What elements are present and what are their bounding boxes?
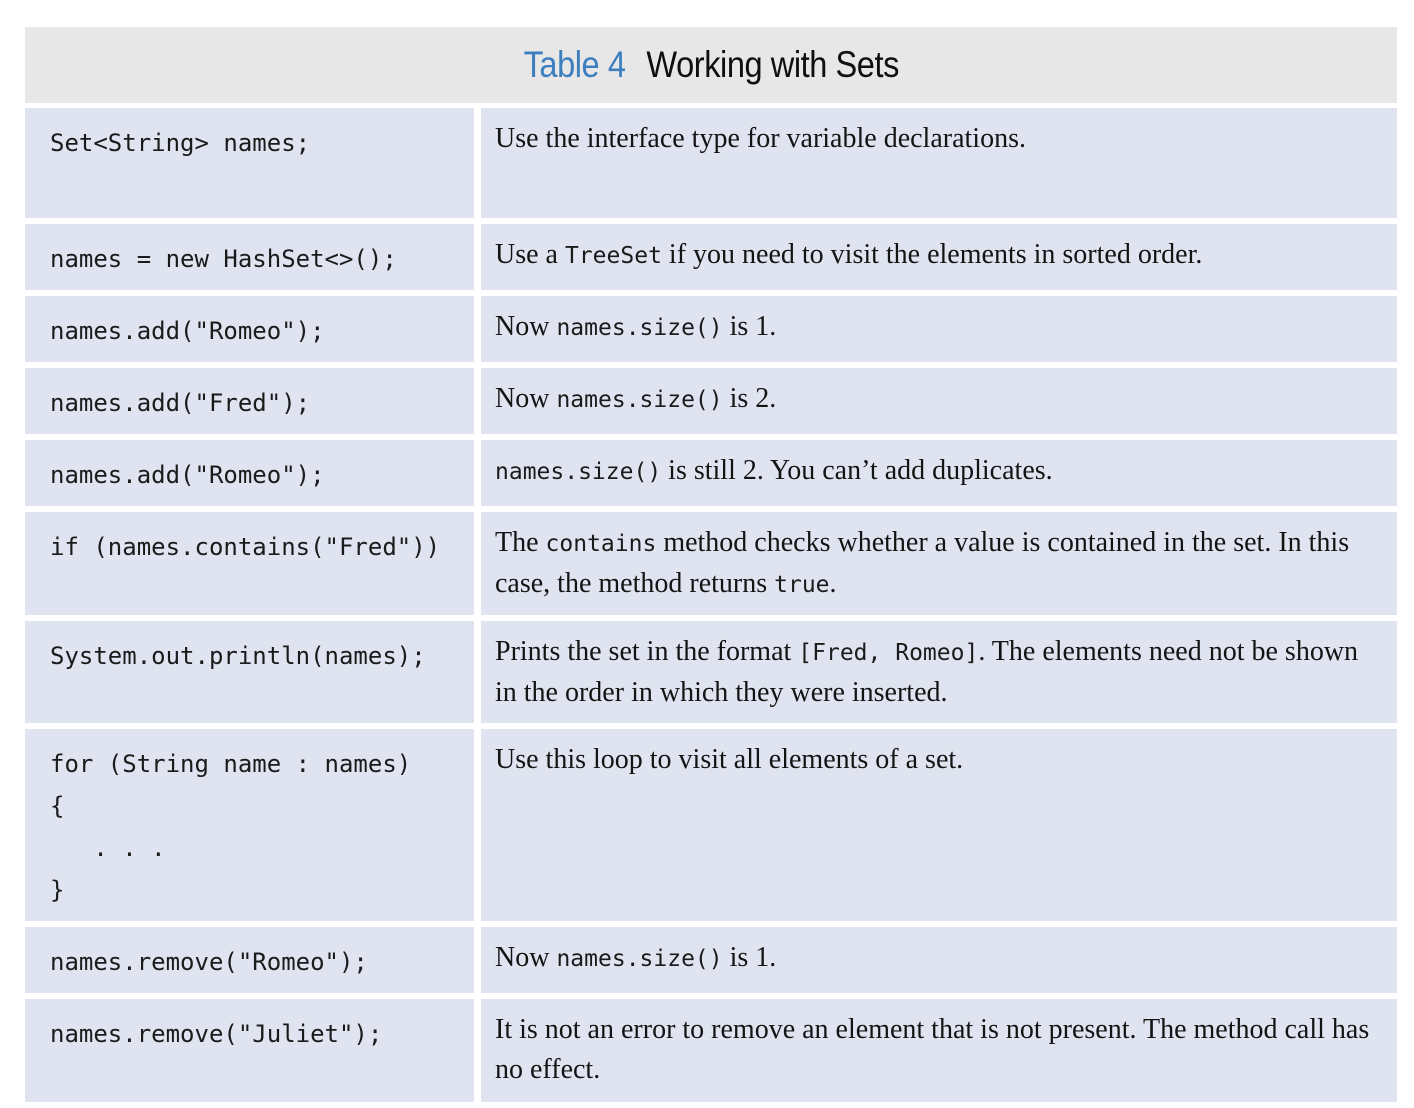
description-text: The contains method checks whether a val…	[495, 523, 1377, 605]
description-segment: The	[495, 527, 546, 558]
inline-code: true	[774, 572, 830, 598]
inline-code: names.size()	[556, 387, 723, 413]
description-segment: method checks whether a value is contain…	[495, 527, 1350, 599]
description-segment: Prints the set in the format	[495, 636, 799, 667]
code-snippet: for (String name : names) { . . . }	[50, 750, 412, 904]
inline-code: [Fred, Romeo]	[798, 640, 979, 666]
description-cell: It is not an error to remove an element …	[481, 999, 1397, 1102]
description-text: Now names.size() is 1.	[495, 938, 1377, 979]
code-cell: names.remove("Romeo");	[25, 927, 474, 993]
code-cell: names.add("Romeo");	[25, 296, 474, 362]
description-cell: Now names.size() is 2.	[481, 368, 1397, 434]
table-row: names.remove("Juliet"); It is not an erro…	[25, 999, 1397, 1102]
code-cell: if (names.contains("Fred"))	[25, 512, 474, 615]
description-text: Now names.size() is 2.	[495, 379, 1377, 420]
description-segment: Use this loop to visit all elements of a…	[495, 744, 964, 775]
table-row: names.add("Fred"); Now names.size() is 2.	[25, 368, 1397, 434]
table-row: names.add("Romeo"); names.size() is still…	[25, 440, 1397, 506]
code-snippet: names.add("Fred");	[50, 389, 311, 417]
description-segment: . The elements need not be shown in the …	[495, 636, 1359, 708]
table-header: Table 4 Working with Sets	[25, 27, 1397, 103]
code-cell: System.out.println(names);	[25, 621, 474, 723]
description-segment: Now	[495, 311, 557, 342]
description-segment: is 1.	[722, 942, 777, 973]
description-text: Use the interface type for variable decl…	[495, 119, 1377, 159]
code-cell: names.add("Romeo");	[25, 440, 474, 506]
description-segment: is 1.	[722, 311, 777, 342]
inline-code: names.size()	[495, 459, 662, 485]
code-cell: names.add("Fred");	[25, 368, 474, 434]
description-cell: Use a TreeSet if you need to visit the e…	[481, 224, 1397, 290]
description-cell: The contains method checks whether a val…	[481, 512, 1397, 615]
table-caption: Table 4 Working with Sets	[523, 44, 899, 86]
description-text: names.size() is still 2. You can’t add d…	[495, 451, 1377, 492]
description-segment: if you need to visit the elements in sor…	[661, 239, 1203, 270]
table-row: for (String name : names) { . . . } Use t…	[25, 729, 1397, 921]
table-title: Working with Sets	[646, 44, 899, 85]
table-row: Set<String> names; Use the interface type…	[25, 108, 1397, 218]
code-snippet: if (names.contains("Fred"))	[50, 533, 441, 561]
sets-table: Table 4 Working with Sets Set<String> na…	[25, 27, 1397, 1108]
description-text: It is not an error to remove an element …	[495, 1010, 1377, 1090]
description-cell: Now names.size() is 1.	[481, 296, 1397, 362]
description-text: Prints the set in the format [Fred, Rome…	[495, 632, 1377, 713]
description-cell: names.size() is still 2. You can’t add d…	[481, 440, 1397, 506]
table-row: names = new HashSet<>(); Use a TreeSet if…	[25, 224, 1397, 290]
description-segment: Now	[495, 942, 557, 973]
code-snippet: names.remove("Juliet");	[50, 1020, 383, 1048]
description-segment: Use the interface type for variable decl…	[495, 123, 1026, 154]
description-segment: It is not an error to remove an element …	[495, 1014, 1370, 1085]
code-snippet: names.remove("Romeo");	[50, 948, 368, 976]
code-snippet: System.out.println(names);	[50, 642, 426, 670]
table-row: names.remove("Romeo"); Now names.size() i…	[25, 927, 1397, 993]
description-cell: Prints the set in the format [Fred, Rome…	[481, 621, 1397, 723]
description-text: Use this loop to visit all elements of a…	[495, 740, 1377, 780]
description-cell: Use this loop to visit all elements of a…	[481, 729, 1397, 921]
code-snippet: Set<String> names;	[50, 129, 311, 157]
code-cell: names.remove("Juliet");	[25, 999, 474, 1102]
description-segment: Use a	[495, 239, 565, 270]
table-row: System.out.println(names); Prints the set…	[25, 621, 1397, 723]
inline-code: names.size()	[556, 946, 723, 972]
table-row: names.add("Romeo"); Now names.size() is 1…	[25, 296, 1397, 362]
description-cell: Use the interface type for variable decl…	[481, 108, 1397, 218]
description-cell: Now names.size() is 1.	[481, 927, 1397, 993]
description-segment: is 2.	[722, 383, 777, 414]
description-text: Now names.size() is 1.	[495, 307, 1377, 348]
code-snippet: names = new HashSet<>();	[50, 245, 397, 273]
inline-code: TreeSet	[564, 243, 662, 269]
description-segment: is still 2. You can’t add duplicates.	[661, 455, 1053, 486]
table-row: if (names.contains("Fred")) The contains …	[25, 512, 1397, 615]
table-body: Set<String> names; Use the interface type…	[25, 108, 1397, 1102]
description-text: Use a TreeSet if you need to visit the e…	[495, 235, 1377, 276]
code-snippet: names.add("Romeo");	[50, 317, 325, 345]
code-cell: Set<String> names;	[25, 108, 474, 218]
inline-code: names.size()	[556, 315, 723, 341]
inline-code: contains	[545, 531, 657, 557]
description-segment: .	[829, 568, 837, 599]
code-cell: names = new HashSet<>();	[25, 224, 474, 290]
code-snippet: names.add("Romeo");	[50, 461, 325, 489]
table-number: Table 4	[523, 44, 626, 85]
description-segment: Now	[495, 383, 557, 414]
code-cell: for (String name : names) { . . . }	[25, 729, 474, 921]
